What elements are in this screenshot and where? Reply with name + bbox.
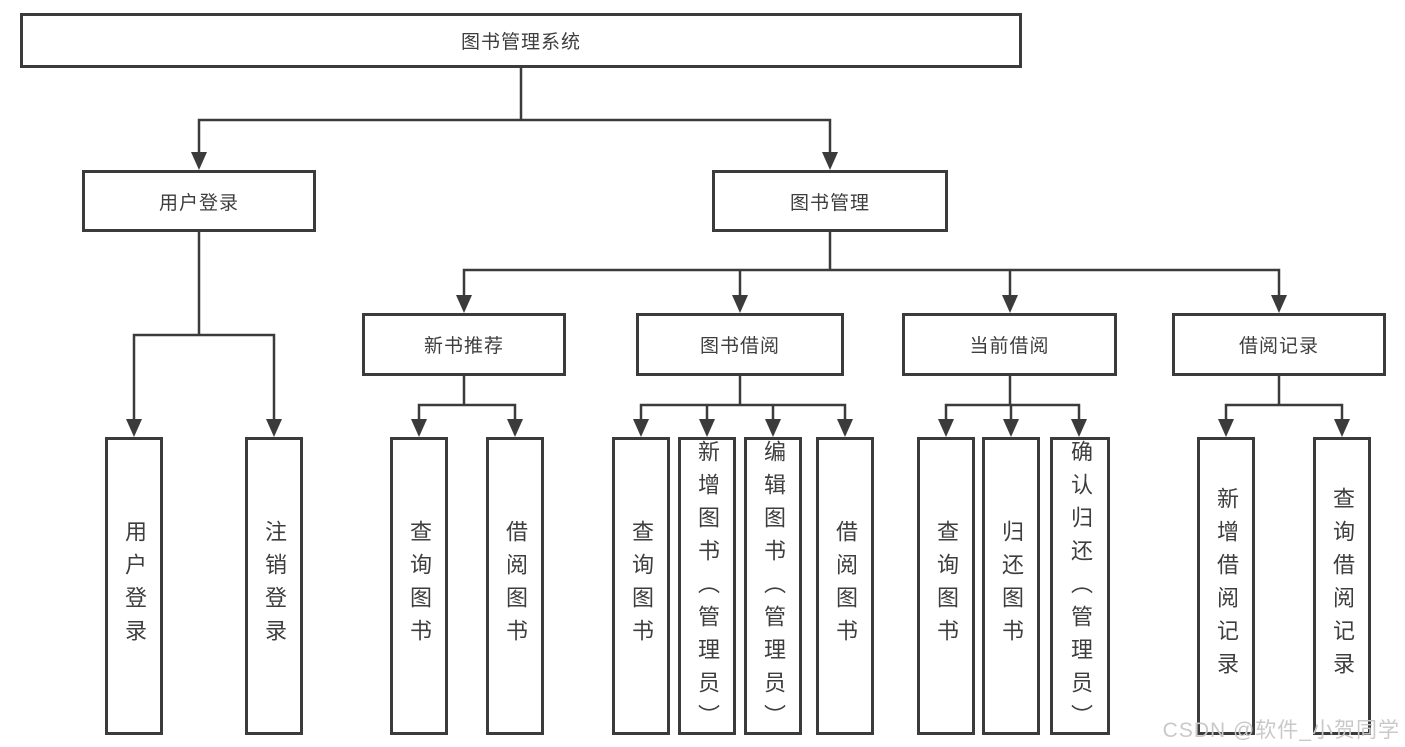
- connector-login-to-leaves: [132, 232, 276, 419]
- leaf-newbooks-borrow: 借阅图书: [486, 437, 544, 735]
- leaf-borrow-book-label: 借阅图书: [833, 520, 858, 652]
- node-user-login-label: 用户登录: [158, 192, 239, 214]
- leaf-borrow-book: 借阅图书: [816, 437, 874, 735]
- leaf-borrow-query-label: 查询图书: [629, 520, 654, 652]
- node-book-borrow-label: 图书借阅: [699, 336, 780, 357]
- node-current-borrow: 当前借阅: [902, 313, 1117, 376]
- leaf-user-login: 用户登录: [105, 437, 163, 735]
- leaf-records-add: 新增借阅记录: [1197, 437, 1255, 735]
- leaf-newbooks-borrow-label: 借阅图书: [503, 520, 528, 652]
- node-root-label: 图书管理系统: [460, 32, 581, 53]
- node-book-management: 图书管理: [712, 170, 948, 232]
- connector-records-to-leaves: [1224, 376, 1344, 419]
- leaf-current-confirm-admin: 确认归还（管理员）: [1050, 437, 1110, 737]
- node-new-book-recommend-label: 新书推荐: [423, 336, 504, 357]
- leaf-newbooks-query-label: 查询图书: [407, 520, 432, 652]
- node-root: 图书管理系统: [20, 13, 1022, 68]
- node-current-borrow-label: 当前借阅: [969, 336, 1050, 357]
- node-borrow-records: 借阅记录: [1172, 313, 1386, 376]
- leaf-borrow-edit-admin-label: 编辑图书（管理员）: [761, 440, 786, 737]
- node-user-login: 用户登录: [82, 170, 316, 232]
- leaf-borrow-add-admin: 新增图书（管理员）: [678, 437, 736, 737]
- leaf-records-add-label: 新增借阅记录: [1214, 487, 1239, 685]
- connector-current-to-leaves: [944, 376, 1081, 419]
- connector-borrow-to-leaves: [639, 376, 847, 419]
- connector-newbooks-to-leaves: [417, 376, 517, 419]
- leaf-records-query: 查询借阅记录: [1313, 437, 1371, 735]
- node-new-book-recommend: 新书推荐: [362, 313, 566, 376]
- node-book-borrow: 图书借阅: [636, 313, 844, 376]
- leaf-borrow-add-admin-label: 新增图书（管理员）: [695, 440, 720, 737]
- leaf-current-query-label: 查询图书: [934, 520, 959, 652]
- leaf-records-query-label: 查询借阅记录: [1330, 487, 1355, 685]
- csdn-watermark: CSDN @软件_小贺同学: [1162, 719, 1400, 742]
- connector-root-to-level2: [197, 68, 832, 152]
- node-borrow-records-label: 借阅记录: [1238, 336, 1319, 357]
- leaf-logout-label: 注销登录: [262, 520, 287, 652]
- connector-management-to-sections: [462, 232, 1281, 295]
- leaf-current-confirm-admin-label: 确认归还（管理员）: [1068, 440, 1093, 737]
- node-book-management-label: 图书管理: [789, 192, 870, 214]
- leaf-borrow-edit-admin: 编辑图书（管理员）: [744, 437, 802, 737]
- leaf-current-query: 查询图书: [917, 437, 975, 735]
- leaf-logout: 注销登录: [245, 437, 303, 735]
- leaf-current-return-label: 归还图书: [999, 520, 1024, 652]
- leaf-user-login-label: 用户登录: [122, 520, 147, 652]
- leaf-newbooks-query: 查询图书: [390, 437, 448, 735]
- leaf-current-return: 归还图书: [982, 437, 1040, 735]
- leaf-borrow-query: 查询图书: [612, 437, 670, 735]
